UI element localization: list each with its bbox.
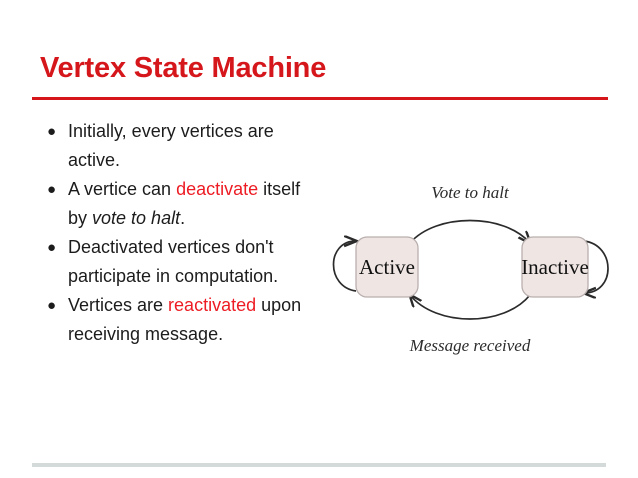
transition-inactive-to-active [410,295,531,320]
accent-term-deactivate: deactivate [176,179,259,199]
title-divider [32,97,608,100]
text-segment: A vertice can [68,179,177,199]
self-loop-inactive [584,240,609,293]
state-box-inactive [521,236,589,298]
state-machine-diagram: Active Inactive Vote to halt Message rec… [318,175,622,365]
list-item: ● Deactivated vertices don't participate… [40,233,312,291]
edge-label-message-received: Message received [409,336,531,355]
state-box-active [355,236,419,298]
text-segment: Deactivated vertices don't participate i… [68,237,279,286]
list-item: ● Vertices are reactivated upon receivin… [40,291,312,349]
list-item-text: Vertices are reactivated upon receiving … [68,295,301,344]
transition-active-to-inactive [409,219,530,244]
list-item: ● Initially, every vertices are active. [40,117,312,175]
bullet-marker-icon: ● [47,297,57,314]
page-title: Vertex State Machine [40,52,327,84]
emphasis-vote-to-halt: vote to halt [92,208,181,228]
list-item-text: Initially, every vertices are active. [68,121,274,170]
list-item-text: Deactivated vertices don't participate i… [68,237,278,286]
text-segment: upon receiving message. [68,295,302,344]
text-segment: Initially, every vertices are active. [68,121,274,170]
accent-term-reactivated: reactivated [168,295,257,315]
list-item: ● A vertice can deactivate itself by vot… [40,175,312,233]
text-segment: . [180,208,186,228]
footer-divider [32,463,606,467]
bullet-marker-icon: ● [47,239,57,256]
edge-label-vote-to-halt: Vote to halt [431,183,510,202]
text-segment: itself by [68,179,301,228]
state-label-active: Active [359,255,415,279]
list-item-text: A vertice can deactivate itself by vote … [68,179,300,228]
state-label-inactive: Inactive [521,255,589,279]
bullet-list: ● Initially, every vertices are active. … [40,117,312,349]
bullet-marker-icon: ● [47,181,57,198]
text-segment: Vertices are [68,295,169,315]
self-loop-active [332,241,357,292]
bullet-marker-icon: ● [47,123,57,140]
